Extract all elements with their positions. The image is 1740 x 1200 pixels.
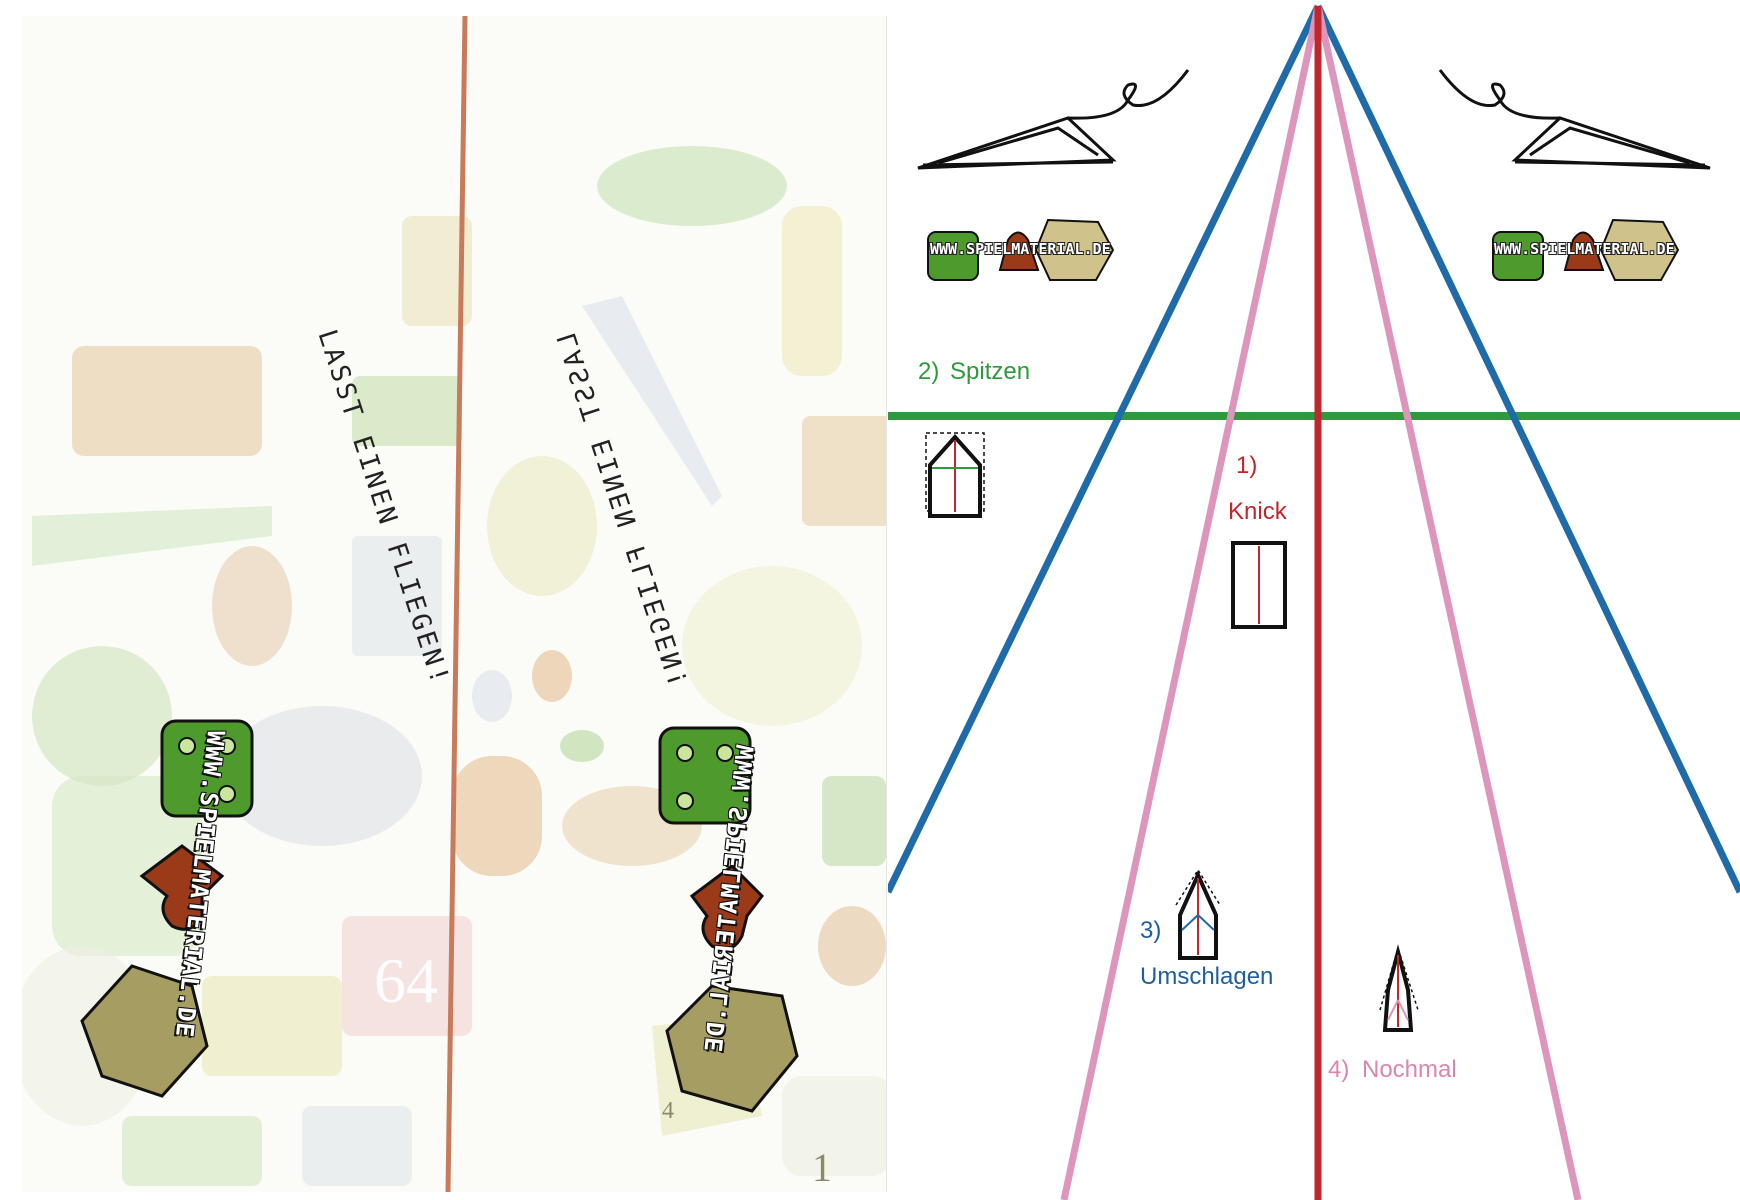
paper-plane-right xyxy=(1438,69,1711,170)
step-3-label: Umschlagen xyxy=(1140,963,1274,990)
logo-url-right: WWW.SPIELMATERIAL.DE xyxy=(1494,240,1675,258)
logo-pieces xyxy=(80,719,799,1113)
step-1-icon xyxy=(1231,541,1287,629)
step-1-label: Knick xyxy=(1228,498,1287,525)
background-number: 64 xyxy=(374,945,438,1016)
folding-guide-panel: WWW.SPIELMATERIAL.DE WWW.SPIELMATERIAL.D… xyxy=(888,0,1740,1200)
step-2-icon xyxy=(925,432,985,518)
step-4-label: Nochmal xyxy=(1362,1056,1457,1083)
step-3-icon xyxy=(1175,868,1221,960)
step-2-label: Spitzen xyxy=(950,358,1031,385)
logo-badge-left xyxy=(927,218,1115,281)
paper-plane-left xyxy=(917,69,1190,170)
step-2-number: 2) xyxy=(918,358,940,385)
logo-url-left: WWW.SPIELMATERIAL.DE xyxy=(930,240,1111,258)
step-4-number: 4) xyxy=(1328,1056,1350,1083)
fold-lines xyxy=(888,4,1740,1200)
step-4-icon xyxy=(1379,944,1419,1032)
dice-number: 4 xyxy=(662,1098,674,1124)
decorated-back-panel: 64 8 2 4 1 LASST EINEN FLIEGEN! LASST EI… xyxy=(22,16,887,1192)
step-3-number: 3) xyxy=(1140,917,1162,944)
step-1-number: 1) xyxy=(1236,452,1258,479)
logo-badge-right xyxy=(1492,218,1680,281)
dice-number: 1 xyxy=(812,1145,832,1190)
